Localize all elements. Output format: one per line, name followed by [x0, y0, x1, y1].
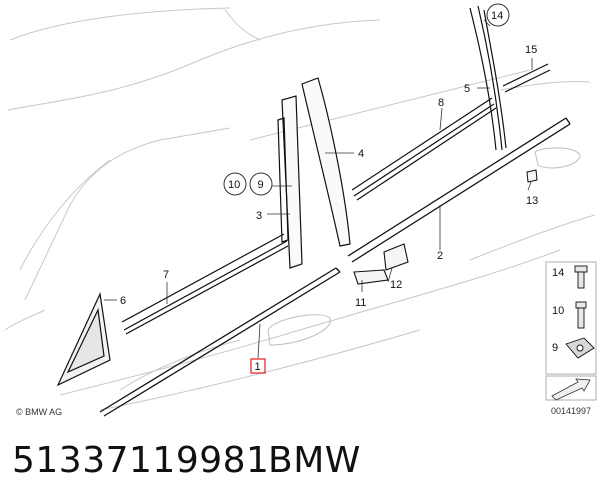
leader-lines: [104, 19, 533, 359]
copyright: © BMW AG: [16, 407, 62, 417]
callout-14: 14: [491, 10, 503, 22]
callout-4: 4: [358, 148, 364, 160]
part-15-strip: [502, 63, 551, 93]
callout-10-circle: [223, 172, 247, 196]
callout-9-circle: [249, 172, 273, 196]
door-handle-rear: [534, 147, 581, 169]
callout-2: 2: [437, 250, 443, 262]
legend-14: 14: [552, 267, 564, 279]
part-1-strip: [99, 267, 341, 417]
drawing-number-box: 00141997: [545, 375, 597, 416]
car-body-outline: [4, 7, 596, 411]
callout-14-circle: [486, 3, 510, 27]
legend-10: 10: [552, 305, 564, 317]
callout-11: 11: [355, 297, 366, 309]
part-11-12-clip: [353, 243, 409, 285]
part-6-triangle: [56, 291, 111, 387]
part-number: 51337119981: [12, 440, 270, 481]
callout-7: 7: [163, 269, 169, 281]
callout-12: 12: [390, 279, 402, 291]
drawing-number: 00141997: [551, 406, 591, 416]
callout-1-highlight-box: [250, 358, 266, 374]
callout-6: 6: [120, 295, 126, 307]
callout-8: 8: [438, 97, 444, 109]
door-handle-front: [267, 314, 331, 346]
brand-name: BMW: [268, 440, 361, 481]
callout-10: 10: [228, 179, 240, 191]
callout-1: 1: [255, 361, 261, 373]
fastener-legend: 14 10 9: [545, 261, 597, 375]
callout-5: 5: [464, 83, 470, 95]
part-2-strip: [347, 117, 571, 263]
callout-15: 15: [525, 44, 537, 56]
legend-9: 9: [552, 342, 558, 354]
bolt-icon: [575, 301, 587, 329]
part-3-pillar: [277, 95, 303, 269]
screw-icon: [574, 265, 588, 289]
parts-diagram: 1 2 3 4 5 6 7 8 9 10 11 12 13 14 15 14 1…: [4, 3, 597, 417]
part-5-channel: [469, 5, 507, 151]
arrow-icon: [551, 378, 591, 401]
callout-3: 3: [256, 210, 262, 222]
part-4-pillar: [301, 77, 351, 247]
part-7-strip: [121, 233, 289, 335]
callout-9: 9: [258, 179, 264, 191]
part-13-clip: [526, 169, 538, 183]
callout-13: 13: [526, 195, 538, 207]
part-8-strip: [351, 97, 497, 201]
clip-nut-icon: [565, 337, 595, 359]
